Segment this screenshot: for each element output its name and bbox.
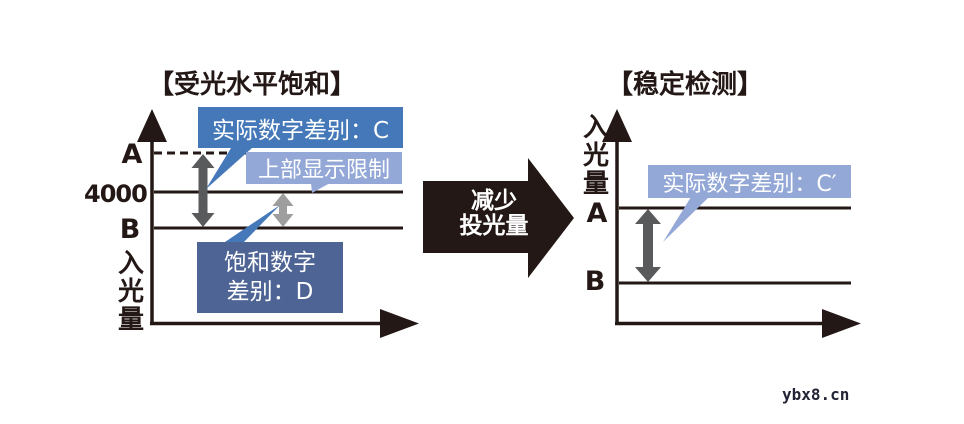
right-chart-level-lines [619, 206, 851, 285]
left-chart-title: 【受光水平饱和】 [148, 70, 357, 100]
transition-arrow-line2: 投光量 [459, 213, 529, 239]
right-y-axis-label: 入光量 [582, 113, 609, 199]
right-x-axis-arrowhead-icon [822, 309, 861, 338]
callout-actual-difference-right-label: 实际数字差别：C′ [662, 171, 837, 197]
left-y-axis-arrowhead-icon [137, 109, 167, 142]
left-callout-pointers [206, 148, 330, 244]
left-chart-level-lines [154, 151, 403, 230]
left-tick-a: A [121, 139, 143, 170]
pointer-actual-difference-right [663, 197, 709, 242]
right-tick-a: A [586, 198, 608, 229]
callout-saturated-difference-line1: 饱和数字 [224, 249, 316, 276]
callout-upper-display-limit-label: 上部显示限制 [257, 158, 390, 183]
right-y-axis-arrowhead-icon [602, 109, 632, 142]
left-chart-axes [137, 109, 419, 338]
saturated-difference-range-arrow-icon [272, 193, 294, 227]
transition-arrow-text: 减少 投光量 [430, 189, 558, 239]
right-chart-title: 【稳定检测】 [607, 70, 764, 100]
left-tick-4000: 4000 [84, 180, 148, 208]
pointer-upper-display-limit [311, 183, 330, 193]
transition-arrow-shape [423, 158, 574, 278]
pointer-saturated-difference [222, 205, 280, 244]
callout-actual-difference: 实际数字差别：C [198, 107, 403, 148]
right-tick-b: B [584, 266, 606, 297]
left-tick-b: B [119, 214, 141, 245]
callout-upper-display-limit: 上部显示限制 [246, 152, 402, 184]
left-x-axis-arrowhead-icon [380, 309, 419, 338]
watermark: ybx8.cn [782, 385, 850, 404]
stable-range-arrow-icon [635, 209, 661, 282]
transition-arrow-line1: 减少 [471, 188, 517, 214]
pointer-actual-difference [206, 148, 252, 189]
actual-difference-range-arrow-icon [191, 154, 215, 227]
callout-saturated-difference: 饱和数字 差别：D [197, 242, 343, 313]
callout-actual-difference-right: 实际数字差别：C′ [648, 165, 851, 198]
callout-saturated-difference-line2: 差别：D [226, 278, 314, 305]
left-y-axis-label: 入光量 [117, 249, 144, 335]
callout-actual-difference-label: 实际数字差别：C [211, 117, 390, 144]
right-chart-axes [602, 109, 861, 338]
